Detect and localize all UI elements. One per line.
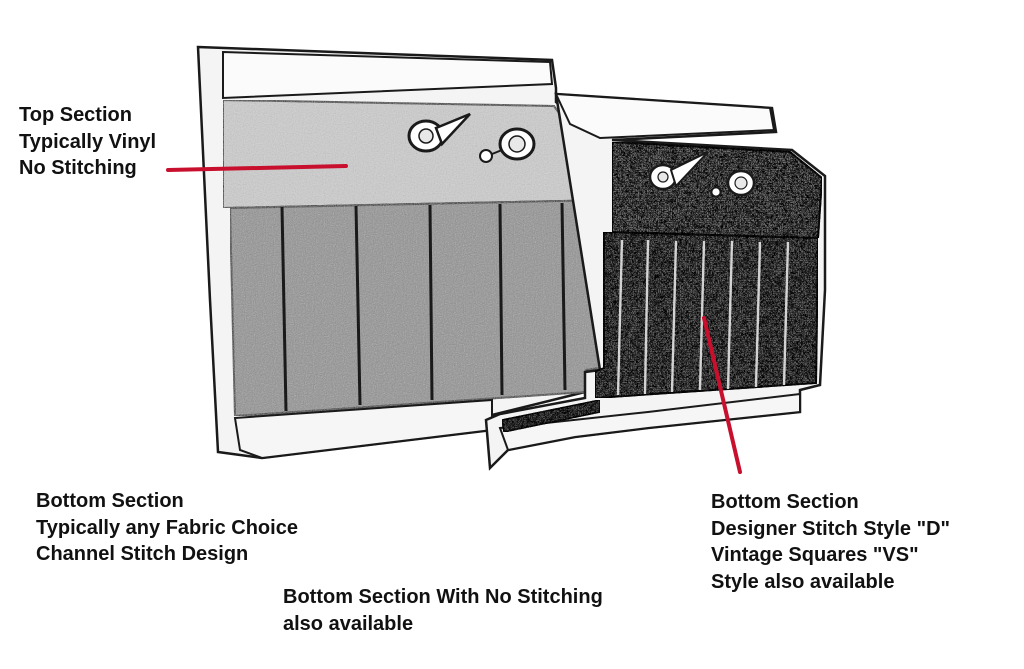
label-line: Bottom Section With No Stitching xyxy=(283,586,603,608)
designer-stitch-lines xyxy=(616,239,790,396)
left-panel-bottom-trim xyxy=(233,398,493,460)
leader-line-top-section xyxy=(166,164,348,172)
label-bottom-no-stitching: Bottom Section With No Stitching also av… xyxy=(283,584,603,637)
label-line: Top Section xyxy=(19,104,132,126)
left-door-panel xyxy=(196,45,614,460)
left-door-latch xyxy=(479,127,536,163)
label-line: Bottom Section xyxy=(711,491,859,513)
right-door-latch xyxy=(710,169,756,198)
right-door-panel xyxy=(484,92,827,471)
left-panel-top-section-vinyl xyxy=(222,98,612,210)
label-line: Designer Stitch Style "D" xyxy=(711,517,951,540)
label-line: Channel Stitch Design xyxy=(36,543,249,565)
leader-line-designer-section xyxy=(702,316,742,474)
label-line: Typically any Fabric Choice xyxy=(36,516,298,539)
label-line: No Stitching xyxy=(19,157,137,179)
right-panel-bottom-section-designer xyxy=(594,230,820,400)
label-bottom-designer-section: Bottom Section Designer Stitch Style "D"… xyxy=(711,489,950,595)
label-bottom-channel-section: Bottom Section Typically any Fabric Choi… xyxy=(36,488,298,568)
right-panel-top-cap xyxy=(554,92,776,140)
label-top-section: Top Section Typically Vinyl No Stitching xyxy=(19,102,156,182)
label-line: Bottom Section xyxy=(36,490,184,512)
label-line: Typically Vinyl xyxy=(19,130,157,153)
label-line: Vintage Squares "VS" xyxy=(711,544,919,566)
right-window-crank xyxy=(648,151,709,191)
leader-lines xyxy=(166,164,742,474)
label-line: Style also available xyxy=(711,570,895,593)
right-panel-kick-carpet xyxy=(501,399,601,433)
label-line: also available xyxy=(283,612,414,635)
channel-stitch-lines xyxy=(280,202,567,412)
left-panel-top-cap xyxy=(222,50,554,100)
left-window-crank xyxy=(407,112,471,153)
